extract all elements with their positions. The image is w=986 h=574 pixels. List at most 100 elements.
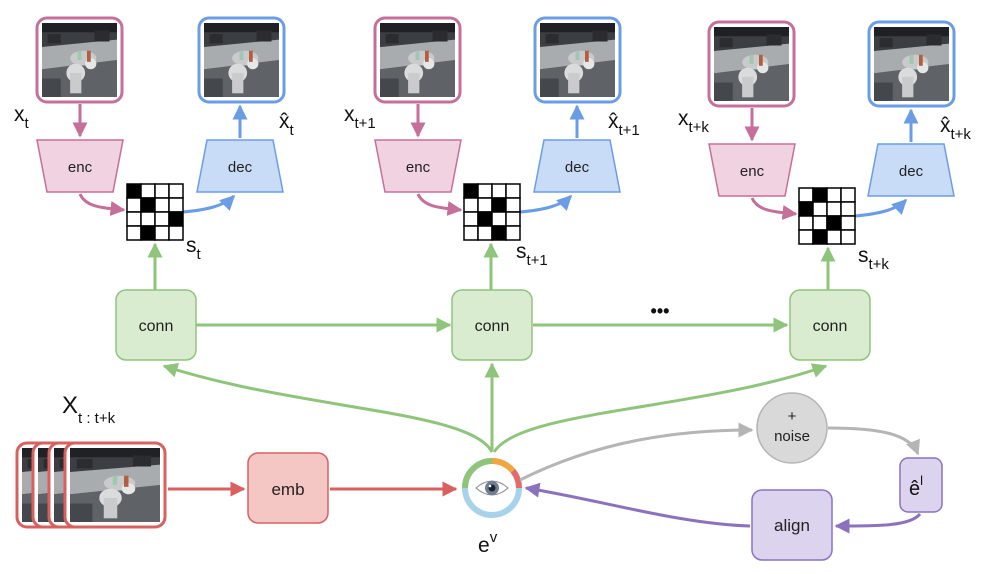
xhat-label-t-plus-k: x̂t+k xyxy=(940,114,971,143)
sequence-label: Xt : t+k xyxy=(62,392,116,427)
grid-cell xyxy=(840,229,856,245)
svg-text:dec: dec xyxy=(565,159,590,176)
grid-cell xyxy=(840,187,856,203)
grid-cell xyxy=(505,211,521,227)
robot-scene-thumbnail-icon xyxy=(42,23,117,97)
grid-cell xyxy=(812,201,828,217)
grid-cell xyxy=(477,197,493,213)
grid-cell xyxy=(798,187,814,203)
svg-text:enc: enc xyxy=(68,159,93,176)
el-box: êl xyxy=(899,457,943,513)
grid-cell xyxy=(168,183,184,199)
grid-cell xyxy=(812,187,828,203)
arrow-state-to-dec xyxy=(854,198,908,218)
input-frame-t xyxy=(35,16,124,104)
svg-text:conn: conn xyxy=(475,318,510,335)
robot-scene-thumbnail-icon xyxy=(874,27,949,101)
grid-cell xyxy=(840,201,856,217)
svg-text:+: + xyxy=(788,408,797,425)
arrow-state-to-dec xyxy=(519,194,573,214)
x-label-t-plus-1: xt+1 xyxy=(344,103,376,132)
grid-cell xyxy=(154,183,170,199)
output-frame-t-plus-1 xyxy=(533,16,622,104)
grid-cell xyxy=(126,225,142,241)
output-frame-t-plus-k xyxy=(867,20,956,108)
arrow-ev-to-noise xyxy=(519,422,754,482)
binary-grid-icon xyxy=(126,183,184,241)
grid-cell xyxy=(491,225,507,241)
grid-cell xyxy=(491,211,507,227)
s-label-t-plus-1: st+1 xyxy=(516,240,548,269)
el-label: êl xyxy=(909,473,923,500)
svg-text:noise: noise xyxy=(774,428,810,445)
arrow-state-to-dec xyxy=(182,194,236,214)
grid-cell xyxy=(826,229,842,245)
grid-cell xyxy=(491,183,507,199)
grid-cell xyxy=(463,211,479,227)
noise-node: + noise xyxy=(756,392,828,464)
binary-grid-icon xyxy=(463,183,521,241)
xhat-label-t-plus-1: x̂t+1 xyxy=(608,110,640,139)
frame-stack xyxy=(15,441,167,529)
emb-box: emb xyxy=(247,452,329,524)
robot-scene-thumbnail-icon xyxy=(204,23,279,97)
align-box: align xyxy=(751,489,833,561)
arrow-el-to-align xyxy=(834,512,922,534)
svg-text:conn: conn xyxy=(139,318,174,335)
s-label-t-plus-k: st+k xyxy=(858,244,889,273)
grid-cell xyxy=(505,183,521,199)
s-label-t: st xyxy=(186,234,202,263)
encoder-t: enc xyxy=(36,139,124,193)
grid-cell xyxy=(154,211,170,227)
grid-cell xyxy=(140,183,156,199)
ev-label: ev xyxy=(478,529,498,557)
svg-text:enc: enc xyxy=(406,159,431,176)
svg-text:dec: dec xyxy=(899,163,924,180)
grid-cell xyxy=(840,215,856,231)
grid-cell xyxy=(126,197,142,213)
arrow-enc-to-state xyxy=(750,197,798,220)
grid-cell xyxy=(154,225,170,241)
conn-box-t: conn xyxy=(115,289,197,361)
robot-scene-thumbnail-icon xyxy=(70,448,160,522)
grid-cell xyxy=(826,187,842,203)
decoder-t-plus-1: dec xyxy=(533,139,621,193)
grid-cell xyxy=(798,201,814,217)
svg-text:align: align xyxy=(774,516,810,535)
arrow-ev-to-conn-t xyxy=(162,363,494,453)
grid-cell xyxy=(491,197,507,213)
grid-cell xyxy=(140,225,156,241)
input-frame-t-plus-1 xyxy=(373,16,462,104)
column-t-plus-1: xt+1 x̂t+1 enc dec st+1 xyxy=(344,16,640,269)
grid-cell xyxy=(477,183,493,199)
grid-cell xyxy=(798,229,814,245)
arrow-align-to-ev xyxy=(524,482,751,528)
ellipsis: ••• xyxy=(651,301,670,321)
column-t-plus-k: xt+k x̂t+k enc dec st+k xyxy=(678,20,971,273)
grid-cell xyxy=(168,197,184,213)
conn-box-t-plus-k: conn xyxy=(789,289,871,361)
ev-node xyxy=(462,457,523,518)
grid-cell xyxy=(477,225,493,241)
grid-cell xyxy=(463,197,479,213)
input-frame-t-plus-k xyxy=(707,20,796,108)
arrow-ev-to-conn-t-plus-k xyxy=(492,363,828,453)
grid-cell xyxy=(505,225,521,241)
x-label-t: xt xyxy=(14,103,30,132)
robot-scene-thumbnail-icon xyxy=(380,23,455,97)
x-label-t-plus-k: xt+k xyxy=(678,107,709,136)
grid-cell xyxy=(463,183,479,199)
robot-scene-thumbnail-icon xyxy=(540,23,615,97)
arrow-enc-to-state xyxy=(78,193,126,216)
robot-scene-thumbnail-icon xyxy=(714,27,789,101)
grid-cell xyxy=(826,201,842,217)
arrow-enc-to-state xyxy=(416,193,463,216)
svg-text:conn: conn xyxy=(813,318,848,335)
grid-cell xyxy=(168,211,184,227)
grid-cell xyxy=(168,225,184,241)
encoder-t-plus-k: enc xyxy=(708,143,796,197)
grid-cell xyxy=(477,211,493,227)
svg-text:emb: emb xyxy=(271,480,304,499)
svg-text:enc: enc xyxy=(740,163,765,180)
